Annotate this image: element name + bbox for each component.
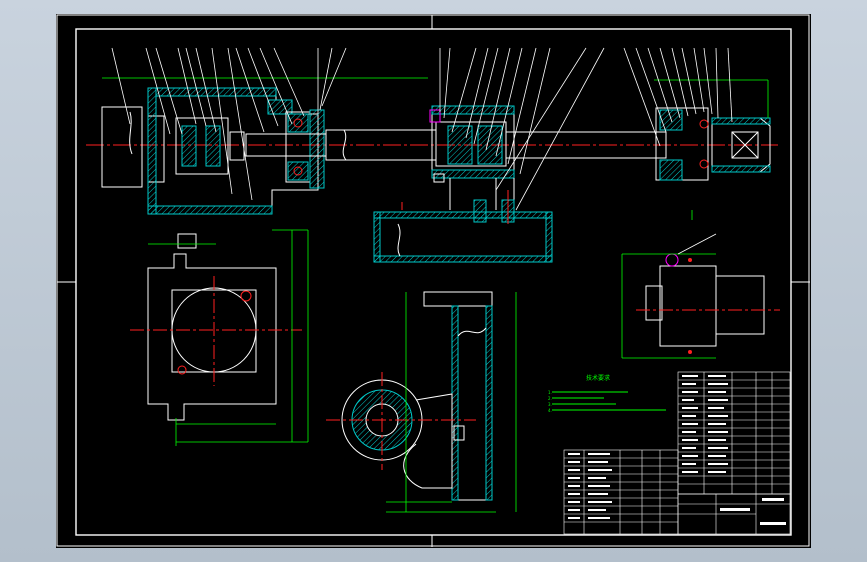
part-leaders-top (111, 47, 733, 211)
technical-requirements: 技术要求 1. 2. 3. 4. (548, 374, 666, 413)
cad-viewport[interactable]: 技术要求 1. 2. 3. 4. (56, 14, 811, 548)
tech-req-line-1: 1. (548, 390, 552, 395)
housing-front-view (130, 229, 309, 446)
cad-drawing-canvas: 技术要求 1. 2. 3. 4. (56, 14, 810, 547)
tech-req-line-4: 4. (548, 408, 552, 413)
tech-req-line-2: 2. (548, 396, 552, 401)
bracket-view (326, 291, 517, 513)
tech-req-heading: 技术要求 (586, 374, 610, 382)
tank-section-view (373, 190, 553, 263)
tech-req-line-3: 3. (548, 402, 552, 407)
sheet-inner-border (75, 28, 792, 536)
sheet-outer-border (56, 14, 810, 547)
centering-marks (57, 15, 810, 547)
parts-list-table (563, 371, 791, 535)
side-view-right (621, 210, 780, 359)
shaft-assembly-view (86, 77, 778, 215)
table-cell-markers (568, 375, 786, 525)
